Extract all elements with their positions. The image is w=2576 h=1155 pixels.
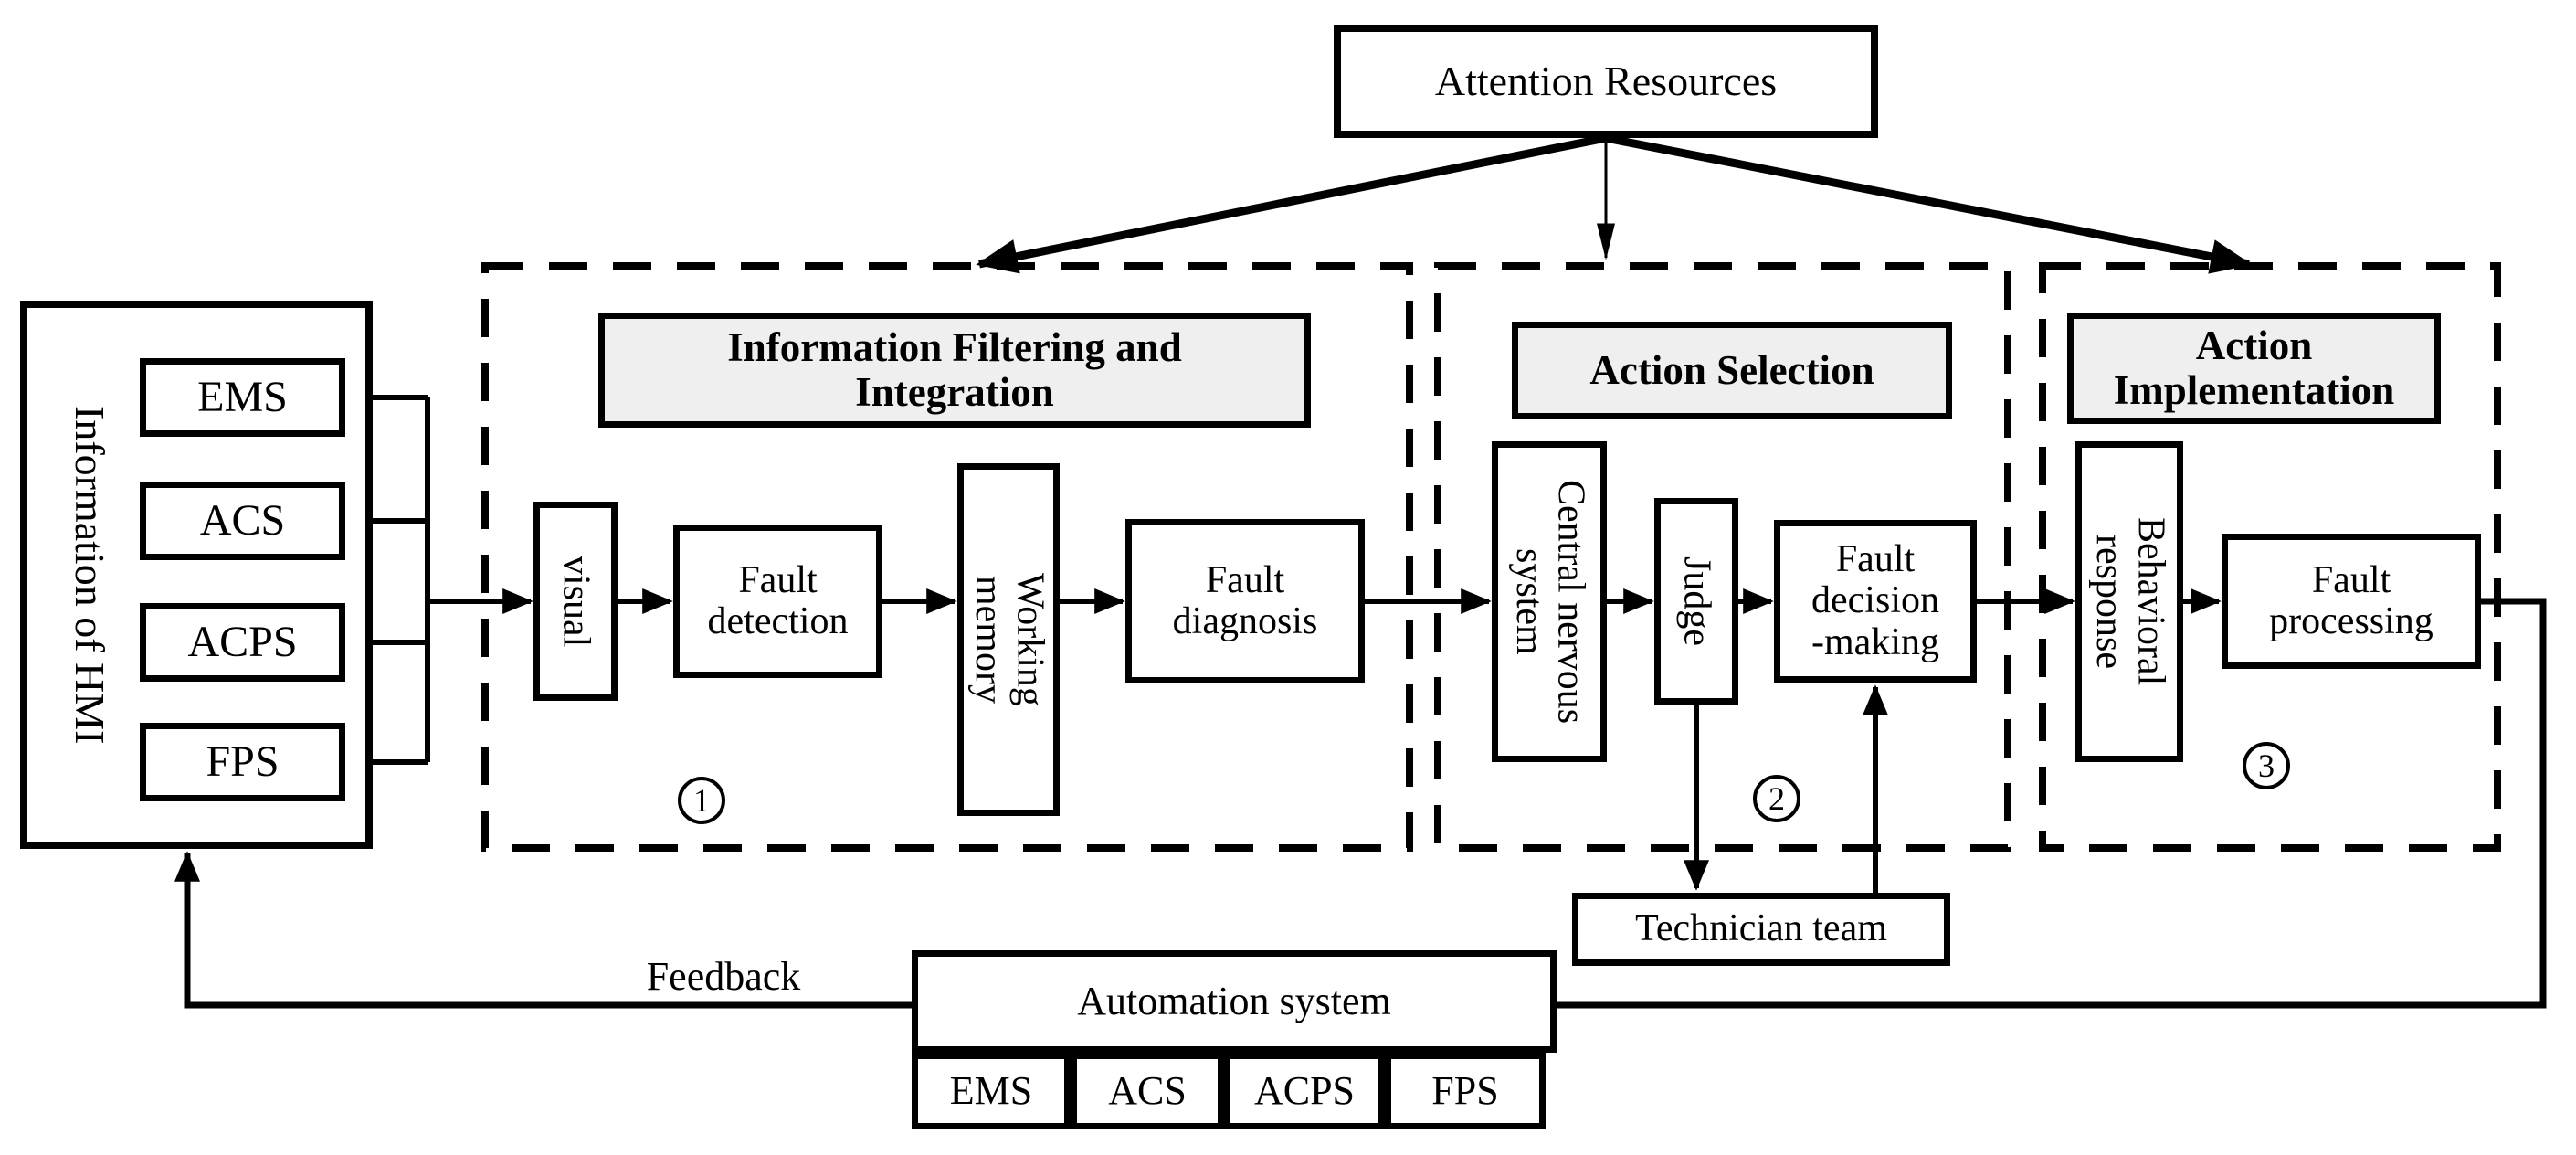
central-nervous-system-node: Central nervous system [1492,441,1607,762]
hmi-label: Information of HMI [66,405,113,745]
automation-cell-acs: ACS [1071,1053,1224,1129]
fault-detection-node: Fault detection [673,525,882,678]
attention-resources-label: Attention Resources [1434,58,1778,105]
stage2-dashed-box [1434,262,2011,852]
automation-cell-ems: EMS [912,1053,1071,1129]
technician-team-box: Technician team [1572,893,1950,966]
stage2-number-badge: 2 [1753,775,1800,822]
stage3-number-badge: 3 [2243,742,2290,789]
automation-cell-acps: ACPS [1224,1053,1385,1129]
working-memory-node: Working memory [957,463,1060,816]
stage1-dashed-box [481,262,1413,852]
stage2-header: Action Selection [1512,322,1952,419]
hmi-bus-lines [345,395,430,765]
feedback-line-left [174,851,912,1009]
stage1-header: Information Filtering and Integration [598,313,1311,428]
hmi-system-acps: ACPS [140,603,345,682]
arrow-attention-to-stage3 [1605,133,2253,274]
hmi-system-fps: FPS [140,723,345,801]
visual-node: visual [533,502,618,701]
fault-diagnosis-node: Fault diagnosis [1125,519,1365,683]
fault-processing-node: Fault processing [2222,534,2481,669]
behavioral-response-node: Behavioral response [2075,441,2183,762]
feedback-line-right [1557,598,2547,1009]
fault-decision-making-node: Fault decision -making [1774,520,1977,683]
arrow-attention-to-stage1 [976,133,1607,274]
automation-cell-fps: FPS [1385,1053,1546,1129]
stage1-number-badge: 1 [678,777,725,824]
hmi-system-ems: EMS [140,358,345,437]
stage3-header: Action Implementation [2067,313,2441,424]
automation-system-box: Automation system [912,950,1557,1053]
feedback-label: Feedback [646,953,801,999]
hmi-system-acs: ACS [140,482,345,560]
stage3-dashed-box [2039,262,2501,852]
judge-node: Judge [1654,498,1738,705]
attention-resources-box: Attention Resources [1334,25,1878,138]
